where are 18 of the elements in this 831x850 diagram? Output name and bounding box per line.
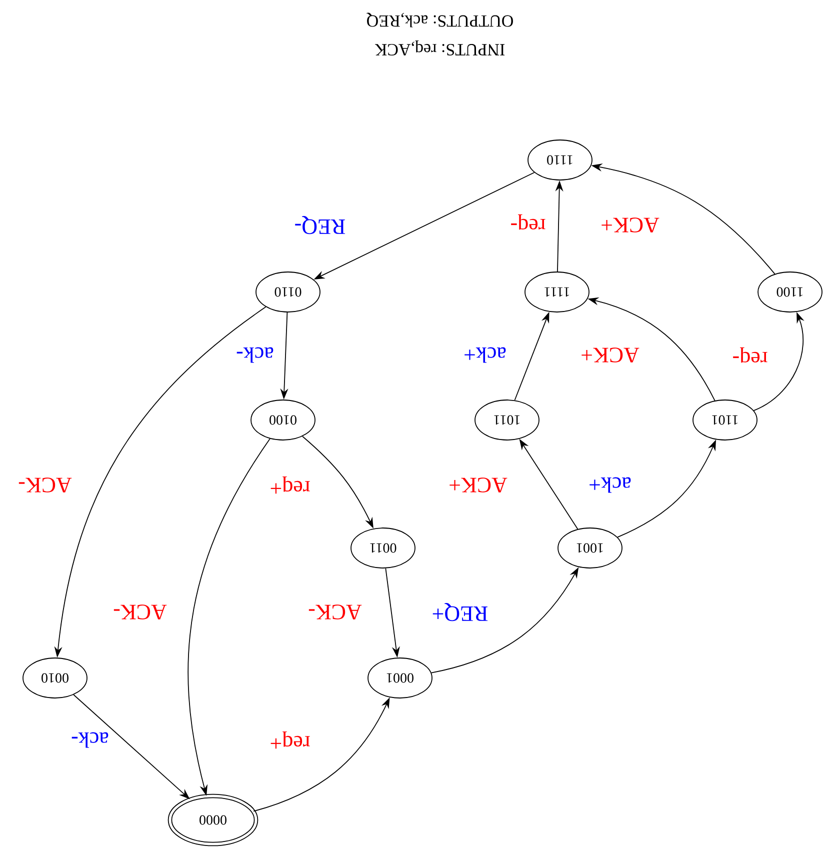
edge-label: req+ (270, 476, 310, 494)
edge-label: req- (511, 214, 546, 230)
edge-label: ACK- (308, 604, 362, 620)
edge-label: ack- (72, 732, 108, 748)
edge-label: ACK- (114, 604, 167, 620)
io-label: OUTPUTS: ack,REQ (366, 12, 513, 28)
edge-label: ack+ (590, 477, 631, 493)
edge-label: REQ+ (432, 602, 488, 622)
edge-label: ack- (236, 347, 274, 363)
edge-label: REQ- (295, 216, 346, 234)
edge-label: req- (733, 347, 768, 363)
edge-label: req+ (270, 731, 310, 749)
edge-label: ACK+ (582, 348, 640, 362)
io-label: INPUTS: req,ACK (375, 40, 505, 56)
edge-label: ACK- (18, 478, 72, 492)
edge-label: ACK+ (602, 218, 660, 232)
edge-label: ACK+ (450, 478, 508, 492)
edge-label: ack+ (464, 347, 506, 363)
